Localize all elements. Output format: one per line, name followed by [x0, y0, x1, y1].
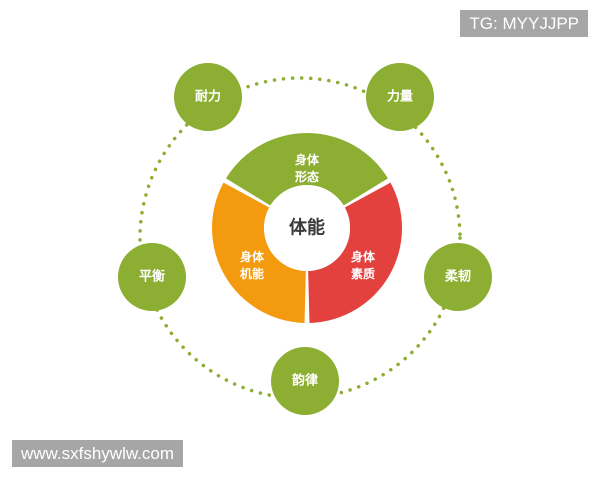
segment-label-shape: 身体形态 — [295, 152, 320, 184]
satellite-strength — [366, 63, 434, 131]
satellite-label-endurance: 耐力 — [195, 89, 221, 105]
satellite-flexibility — [424, 243, 492, 311]
satellite-label-flexibility: 柔韧 — [444, 269, 471, 285]
satellite-balance — [118, 243, 186, 311]
segment-label-quality: 身体素质 — [351, 249, 376, 281]
satellite-label-balance: 平衡 — [139, 269, 165, 285]
watermark-bottom: www.sxfshywlw.com — [12, 440, 184, 467]
segment-label-line: 形态 — [295, 169, 319, 184]
center-hub — [264, 185, 350, 271]
segment-label-function: 身体机能 — [240, 249, 265, 281]
satellite-label-rhythm: 韵律 — [292, 373, 318, 389]
center-label: 体能 — [289, 217, 325, 239]
segment-label-line: 机能 — [240, 266, 264, 281]
watermark-top: TG: MYYJJPP — [460, 10, 588, 37]
segment-label-line: 身体 — [240, 249, 265, 264]
dotted-orbit-ring — [138, 76, 462, 400]
segment-label-line: 身体 — [295, 152, 320, 167]
satellite-endurance — [174, 63, 242, 131]
segment-quality — [308, 182, 403, 323]
segment-label-line: 身体 — [351, 249, 376, 264]
segment-shape — [225, 133, 389, 206]
satellite-label-strength: 力量 — [387, 89, 413, 105]
satellite-rhythm — [271, 347, 339, 415]
segment-label-line: 素质 — [351, 266, 375, 281]
segment-function — [212, 182, 306, 323]
